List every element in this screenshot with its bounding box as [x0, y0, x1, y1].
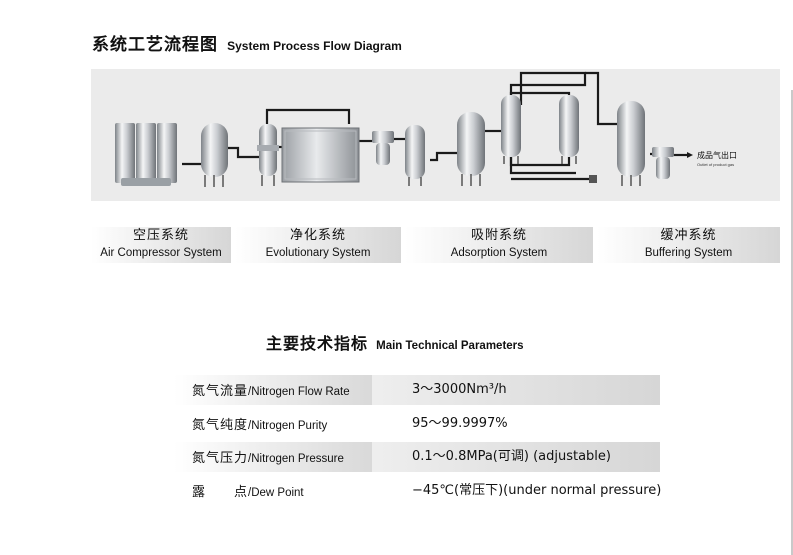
parameter-row-flow-rate: 氮气流量/Nitrogen Flow Rate 3～3000Nm³/h: [174, 375, 660, 405]
title-chinese: 系统工艺流程图: [92, 35, 218, 55]
page-edge-rule: [791, 90, 793, 555]
system-label-en: Evolutionary System: [265, 247, 371, 259]
storage-tank: [457, 112, 485, 186]
parameter-label: 氮气流量/Nitrogen Flow Rate: [174, 375, 372, 405]
page-title: 系统工艺流程图 System Process Flow Diagram: [92, 30, 402, 55]
system-band-purification: 净化系统 Evolutionary System: [235, 227, 401, 263]
system-band-buffering: 缓冲系统 Buffering System: [597, 227, 780, 263]
adsorption-tower-b: [559, 95, 579, 164]
parameters-title-en: Main Technical Parameters: [376, 340, 524, 352]
parameter-label-cn: 露 点: [192, 485, 249, 500]
system-label-en: Adsorption System: [450, 247, 548, 259]
filter-2: [652, 147, 674, 179]
process-flow-diagram: 成品气出口 Outlet of product gas: [91, 69, 780, 201]
system-label-en: Air Compressor System: [100, 247, 222, 259]
system-band-air-compressor: 空压系统 Air Compressor System: [91, 227, 231, 263]
air-compressor-units: [115, 123, 177, 186]
dryer-unit: [281, 127, 360, 183]
parameter-value: 0.1～0.8MPa(可调) (adjustable): [412, 449, 611, 464]
outlet-label-cn: 成品气出口: [697, 150, 737, 160]
exhaust-silencer: [589, 175, 597, 183]
filter-1: [372, 131, 394, 165]
parameter-label-cn: 氮气纯度: [192, 418, 249, 433]
air-tank: [201, 123, 228, 187]
flow-illustration: 成品气出口 Outlet of product gas: [115, 71, 737, 187]
parameter-value: 3～3000Nm³/h: [412, 382, 507, 397]
parameter-label: 氮气压力/Nitrogen Pressure: [174, 442, 372, 472]
title-english: System Process Flow Diagram: [227, 39, 402, 53]
system-label-cn: 吸附系统: [470, 228, 527, 243]
parameters-title-cn: 主要技术指标: [266, 334, 369, 353]
parameter-row-purity: 氮气纯度/Nitrogen Purity 95～99.9997%: [174, 409, 660, 439]
system-band-adsorption: 吸附系统 Adsorption System: [405, 227, 593, 263]
system-label-cn: 净化系统: [289, 228, 346, 243]
parameter-label-en: /Nitrogen Purity: [248, 420, 328, 432]
parameter-label-en: /Dew Point: [248, 487, 304, 499]
system-label-cn: 空压系统: [132, 228, 189, 243]
parameter-value: 95～99.9997%: [412, 416, 508, 431]
parameter-label: 氮气纯度/Nitrogen Purity: [174, 409, 372, 439]
parameter-label-cn: 氮气压力: [192, 451, 249, 466]
outlet-arrow-icon: [687, 152, 693, 158]
buffer-tank: [617, 101, 645, 186]
parameter-label-en: /Nitrogen Pressure: [248, 453, 344, 465]
outlet-label-en: Outlet of product gas: [697, 162, 734, 167]
parameter-label-cn: 氮气流量: [192, 384, 249, 399]
parameter-row-pressure: 氮气压力/Nitrogen Pressure 0.1～0.8MPa(可调) (a…: [174, 442, 660, 472]
adsorption-tower-a: [501, 95, 521, 164]
system-label-cn: 缓冲系统: [660, 228, 717, 243]
parameter-label-en: /Nitrogen Flow Rate: [248, 386, 350, 398]
parameter-label: 露 点/Dew Point: [174, 476, 372, 506]
parameter-row-dew-point: 露 点/Dew Point −45℃(常压下)(under normal pre…: [174, 476, 662, 506]
system-label-en: Buffering System: [644, 247, 733, 259]
purification-column: [257, 124, 279, 186]
parameters-title: 主要技术指标 Main Technical Parameters: [266, 330, 524, 354]
filter-column: [405, 125, 425, 186]
parameter-value: −45℃(常压下)(under normal pressure): [412, 483, 662, 498]
system-bands: 空压系统 Air Compressor System 净化系统 Evolutio…: [91, 227, 780, 263]
